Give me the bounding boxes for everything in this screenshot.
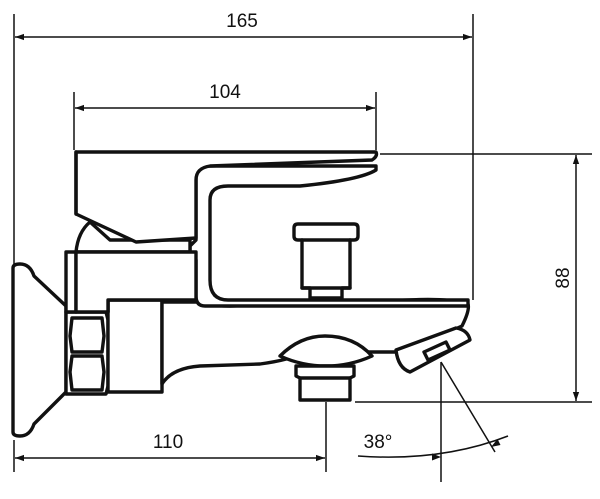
label-outlet-distance: 110 xyxy=(153,432,183,453)
dimension-outlet-distance: 110 xyxy=(13,402,327,472)
cartridge-body xyxy=(74,250,198,314)
connector-block xyxy=(106,298,164,394)
angle-arrow-left xyxy=(432,453,441,461)
wall-flange xyxy=(11,262,68,438)
angle-arc xyxy=(357,435,509,458)
diverter-knob[interactable] xyxy=(292,222,360,300)
lever-handle[interactable] xyxy=(74,150,379,244)
dimension-spout-angle: 38° xyxy=(357,361,509,482)
outlet-connector xyxy=(294,364,356,402)
aerator-insert xyxy=(422,340,452,362)
dimension-height: 88 xyxy=(355,153,592,403)
angle-spout-axis xyxy=(440,361,496,453)
label-lever-length: 104 xyxy=(209,82,241,103)
dimension-overall-length: 165 xyxy=(13,11,474,300)
hex-nut-facets xyxy=(68,316,106,392)
label-height: 88 xyxy=(553,267,574,288)
dimension-lever-length: 104 xyxy=(73,82,377,150)
angle-arrow-right xyxy=(491,439,501,447)
label-overall-length: 165 xyxy=(226,11,258,32)
faucet-body xyxy=(11,150,472,438)
label-spout-angle: 38° xyxy=(364,432,393,453)
